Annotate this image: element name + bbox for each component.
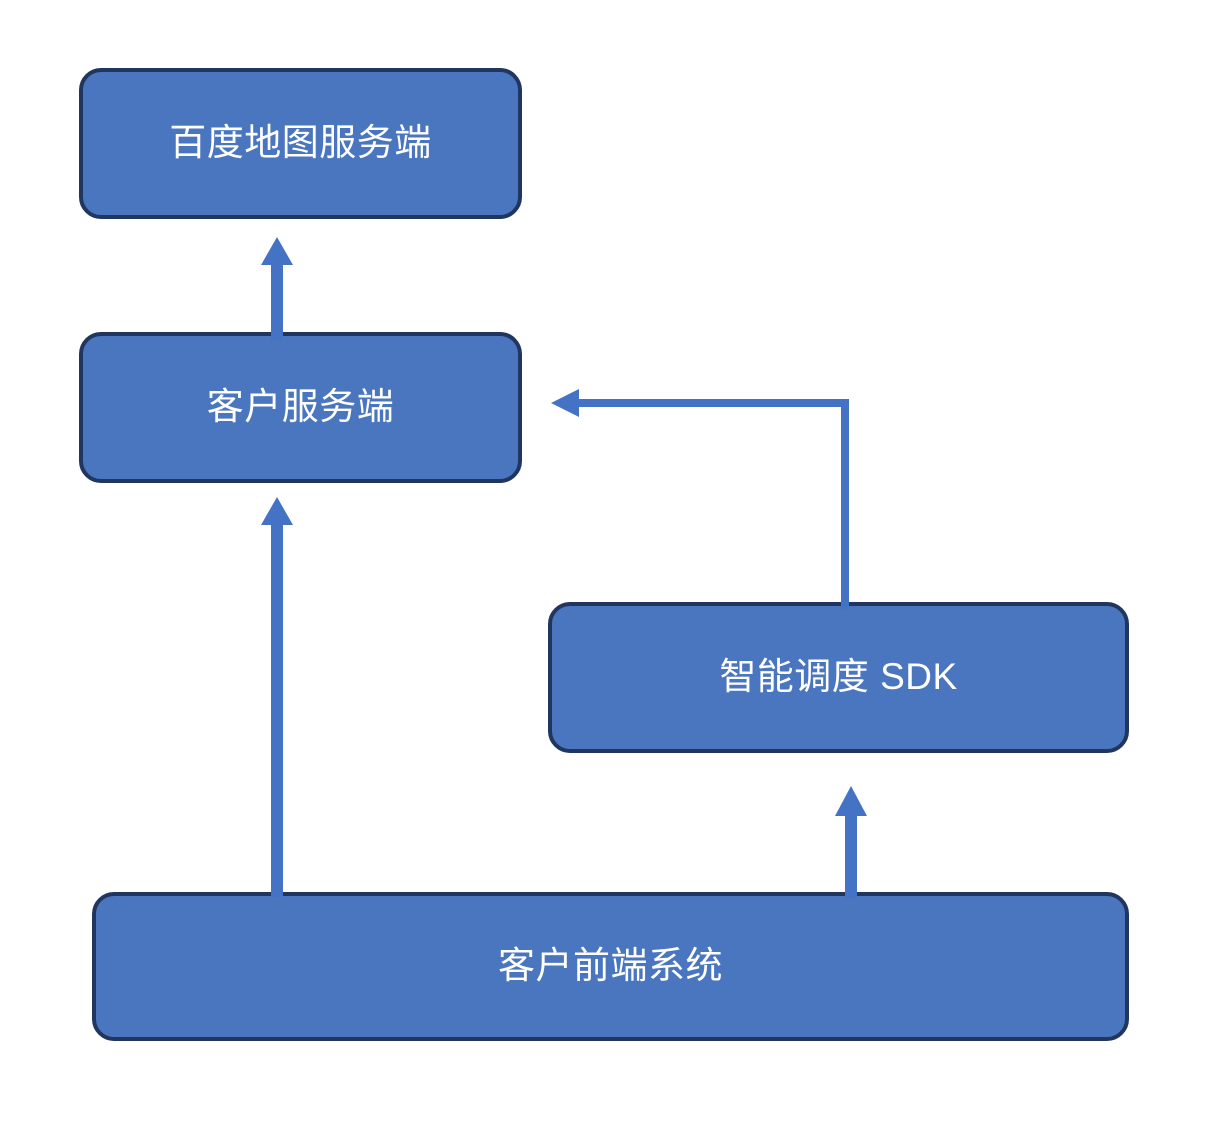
node-client-server-label: 客户服务端 bbox=[206, 386, 395, 428]
node-client-frontend[interactable]: 客户前端系统 bbox=[92, 892, 1129, 1041]
node-baidu-map-server-label: 百度地图服务端 bbox=[169, 122, 432, 164]
connector-frontend-to-sdk-arrow-icon bbox=[835, 786, 867, 898]
node-baidu-map-server[interactable]: 百度地图服务端 bbox=[79, 68, 522, 219]
connector-frontend-to-clientserver-arrow-icon bbox=[261, 497, 293, 897]
node-scheduling-sdk-label: 智能调度 SDK bbox=[719, 656, 958, 698]
connector-clientserver-to-mapserver-arrow-icon bbox=[261, 237, 293, 340]
connector-sdk-to-clientserver-elbow-arrow-icon bbox=[551, 389, 849, 610]
node-client-server[interactable]: 客户服务端 bbox=[79, 332, 522, 483]
node-client-frontend-label: 客户前端系统 bbox=[498, 945, 723, 987]
node-scheduling-sdk[interactable]: 智能调度 SDK bbox=[548, 602, 1129, 753]
